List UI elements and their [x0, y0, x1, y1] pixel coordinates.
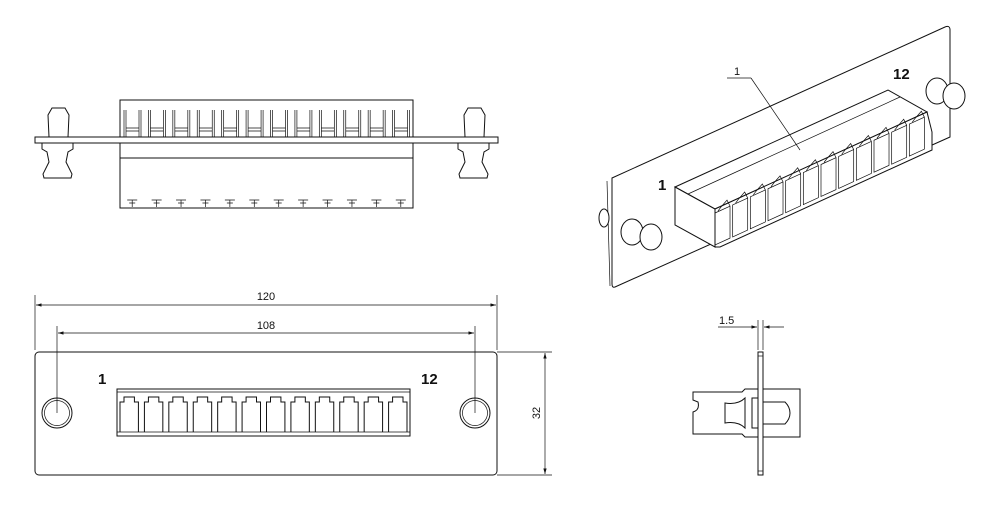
adapter-fins	[123, 110, 410, 137]
iso-port	[855, 134, 872, 181]
side-adapter-body	[692, 388, 801, 438]
tooth	[224, 199, 235, 207]
iso-right-screw	[925, 77, 966, 110]
fin	[221, 110, 240, 137]
dim-height: 32	[531, 407, 543, 419]
port	[143, 396, 164, 432]
iso-port	[714, 199, 731, 246]
port	[168, 396, 188, 432]
fin	[318, 110, 337, 137]
fin	[367, 110, 386, 137]
callout: 1	[727, 66, 801, 151]
tooth	[346, 199, 357, 207]
iso-port-label-last: 12	[893, 66, 910, 83]
port	[266, 396, 286, 432]
dimension-32: 32	[497, 351, 552, 476]
top-view	[34, 99, 499, 209]
adapter-block	[116, 388, 411, 437]
side-view: 1.5	[692, 315, 801, 476]
port-label-first: 1	[98, 371, 106, 388]
iso-adapter-front	[714, 111, 933, 248]
tooth	[322, 199, 333, 207]
tooth	[176, 199, 187, 207]
right-screw	[457, 107, 490, 179]
side-panel-plate	[757, 351, 764, 476]
fin	[294, 110, 313, 137]
dim-plate-thickness: 1.5	[719, 315, 734, 327]
left-screw	[41, 107, 74, 179]
port	[290, 396, 310, 432]
iso-port	[802, 159, 819, 206]
tooth	[273, 199, 284, 207]
panel-plate-edge	[34, 136, 499, 144]
fin	[172, 110, 191, 137]
port	[217, 396, 237, 432]
tooth	[395, 199, 406, 207]
iso-port	[732, 191, 749, 238]
tooth	[371, 199, 382, 207]
dim-overall-width: 120	[257, 291, 275, 303]
tooth	[298, 199, 309, 207]
iso-port	[908, 110, 925, 157]
iso-port	[785, 167, 802, 214]
front-view: 1 12 120 108 32	[34, 291, 552, 476]
adapter-body	[119, 99, 414, 209]
iso-adapter-ports	[714, 110, 925, 246]
port	[314, 396, 335, 432]
port	[363, 396, 384, 432]
port	[388, 396, 408, 432]
fin	[270, 110, 288, 137]
fin	[245, 110, 264, 137]
iso-port	[767, 175, 784, 222]
dim-hole-spacing: 108	[257, 320, 275, 332]
fin	[148, 110, 166, 137]
iso-port	[820, 151, 837, 198]
iso-port	[873, 126, 890, 173]
tooth	[127, 199, 138, 207]
dimension-108: 108	[56, 320, 476, 413]
tooth	[151, 199, 162, 207]
iso-port	[891, 118, 908, 165]
tooth	[200, 199, 211, 207]
iso-port-label-first: 1	[658, 177, 666, 194]
fin	[196, 110, 215, 137]
dimension-1-5: 1.5	[718, 315, 784, 350]
fin	[343, 110, 362, 137]
dimension-120: 120	[34, 291, 498, 350]
side-ferrule-right	[762, 401, 791, 425]
tooth	[249, 199, 260, 207]
port	[241, 396, 261, 432]
adapter-ports	[119, 396, 408, 432]
port	[339, 396, 359, 432]
port	[192, 396, 213, 432]
iso-port	[749, 183, 766, 230]
side-ferrule-left	[724, 396, 746, 430]
iso-left-screw	[598, 208, 663, 251]
fin	[123, 110, 142, 137]
port-label-last: 12	[421, 371, 438, 388]
port-teeth	[127, 199, 406, 207]
isometric-view: 1 12 1	[598, 25, 966, 288]
iso-port	[838, 142, 855, 189]
port	[119, 396, 139, 432]
fin	[392, 110, 410, 137]
callout-label: 1	[734, 66, 740, 78]
